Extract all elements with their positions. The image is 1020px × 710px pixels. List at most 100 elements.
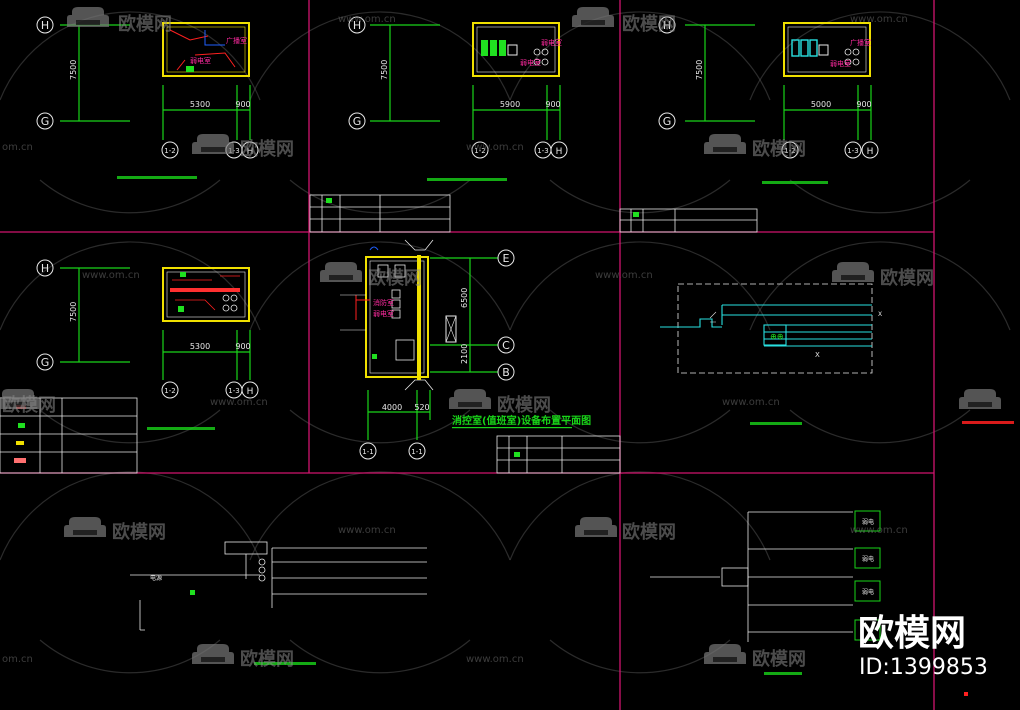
wm-1: 欧模网	[67, 7, 172, 35]
schematic-x-label-2: X	[878, 311, 882, 318]
axis-g-label: G	[353, 115, 362, 128]
room-outline-3	[783, 22, 871, 77]
legend-table-5	[496, 435, 621, 474]
svg-text:欧模网: 欧模网	[497, 394, 551, 416]
schematic-x-label: X	[815, 351, 820, 359]
equip-label-3: 弱电室	[830, 59, 851, 68]
wm-url-6: www.om.cn	[595, 270, 653, 281]
axis-h-sub-label: H	[247, 387, 254, 397]
axis-g-label: G	[41, 115, 50, 128]
panel-plan-1: H G 1-2 1-3 H 7500 5300 900 广播室 弱电室	[36, 16, 259, 179]
wm-url-9: www.om.cn	[338, 525, 396, 536]
axis-1-3-label: 1-3	[228, 387, 239, 395]
caption-2	[427, 178, 507, 181]
axis-h-label: H	[41, 262, 49, 275]
axis-1-2-label: 1-2	[474, 147, 485, 155]
axis-1-3-label: 1-3	[228, 147, 239, 155]
axis-g-label: G	[663, 115, 672, 128]
svg-text:欧模网: 欧模网	[880, 267, 934, 289]
axis-1-1b-label: 1-1	[411, 448, 422, 456]
axis-1-3-label: 1-3	[847, 147, 858, 155]
room-label-5b: 弱电室	[373, 309, 394, 318]
watermarks: 欧模网 欧模网 欧模网 欧模网 欧模网 欧模网 欧模网 欧模网	[0, 7, 1001, 670]
svg-text:欧模网: 欧模网	[752, 648, 806, 670]
panel-plan-2: H G 1-2 1-3 H 7500 5900 900 弱电室 弱电室	[309, 16, 568, 233]
wm-url-3: om.cn	[2, 142, 33, 153]
caption-1	[117, 176, 197, 179]
dim-vertical: 7500	[69, 302, 78, 322]
wm-13: 欧模网	[704, 644, 806, 670]
axis-h-label: H	[353, 19, 361, 32]
dist-label-3: 弱电	[862, 588, 874, 596]
room-label-3: 广播室	[850, 38, 871, 47]
axis-c-label: C	[502, 339, 510, 352]
wm-url-1: www.om.cn	[338, 14, 396, 25]
badge-brand: 欧模网	[858, 613, 966, 654]
wm-3: 欧模网	[192, 134, 294, 160]
dim-width-1: 5900	[500, 100, 520, 109]
dim-v2: 2100	[460, 344, 469, 364]
svg-text:欧模网: 欧模网	[240, 648, 294, 670]
panel-distribution: 弱电 弱电 弱电	[650, 510, 881, 675]
dim-width-1: 5000	[811, 100, 831, 109]
panel-system-schematic: ⊕⊕ X X	[660, 283, 882, 425]
wm-8: 欧模网	[449, 389, 551, 416]
wm-4: 欧模网	[704, 134, 806, 160]
badge-id: ID:1399853	[859, 655, 988, 680]
legend-table-2	[309, 194, 451, 233]
svg-text:欧模网: 欧模网	[118, 13, 172, 35]
room-label-1: 广播室	[226, 36, 247, 45]
room-outline-5	[340, 239, 457, 391]
wm-6: 欧模网	[832, 262, 934, 289]
wm-10: 欧模网	[64, 517, 166, 543]
wm-url-2: www.om.cn	[850, 14, 908, 25]
wm-9	[959, 389, 1001, 409]
caption-3	[762, 181, 828, 184]
wm-url-7: www.om.cn	[210, 397, 268, 408]
room-outline-4	[162, 267, 250, 322]
wm-url-12: www.om.cn	[466, 654, 524, 665]
wm-11: 欧模网	[575, 517, 676, 543]
svg-text:欧模网: 欧模网	[112, 521, 166, 543]
power-input-label: 电源	[150, 574, 162, 582]
panel-plan-3: H G 1-2 1-3 H 7500 5000 900 广播室 弱电室	[619, 16, 879, 233]
axis-e-label: E	[503, 252, 510, 265]
svg-text:欧模网: 欧模网	[2, 394, 56, 416]
axis-1-3-label: 1-3	[537, 147, 548, 155]
axis-1-2-label: 1-2	[164, 147, 175, 155]
dim-vertical: 7500	[695, 60, 704, 80]
caption-6	[750, 422, 802, 425]
axis-g-label: G	[41, 356, 50, 369]
svg-text:欧模网: 欧模网	[240, 138, 294, 160]
caption-8	[254, 662, 316, 665]
wm-url-11: om.cn	[2, 654, 33, 665]
panel-power-schematic: 电源	[130, 541, 427, 665]
dim-vertical: 7500	[380, 60, 389, 80]
red-marker	[964, 692, 968, 696]
room-label-5a: 消防室	[373, 298, 394, 307]
dim-width-2: 900	[235, 342, 250, 351]
caption-5: 消控室(值班室)设备布置平面图	[452, 414, 591, 427]
svg-text:欧模网: 欧模网	[752, 138, 806, 160]
wm-url-4: www.om.cn	[466, 142, 524, 153]
caption-9	[764, 672, 802, 675]
axis-1-2-label: 1-2	[784, 147, 795, 155]
axis-b-label: B	[502, 366, 510, 379]
wm-12: 欧模网	[192, 644, 294, 670]
axis-h-label: H	[41, 19, 49, 32]
dim-w2: 520	[414, 403, 429, 412]
room-outline-1	[162, 22, 250, 77]
svg-text:欧模网: 欧模网	[622, 521, 676, 543]
dim-vertical: 7500	[69, 60, 78, 80]
legend-table-3	[619, 208, 758, 233]
equip-label-2: 弱电室	[520, 58, 541, 67]
wm-2: 欧模网	[572, 7, 676, 35]
svg-text:⊕⊕: ⊕⊕	[770, 332, 783, 341]
dist-label-1: 弱电	[862, 518, 874, 526]
dist-label-2: 弱电	[862, 555, 874, 563]
axis-1-2-label: 1-2	[164, 387, 175, 395]
dim-width-1: 5300	[190, 100, 210, 109]
dim-width-1: 5300	[190, 342, 210, 351]
svg-text:欧模网: 欧模网	[368, 267, 422, 289]
